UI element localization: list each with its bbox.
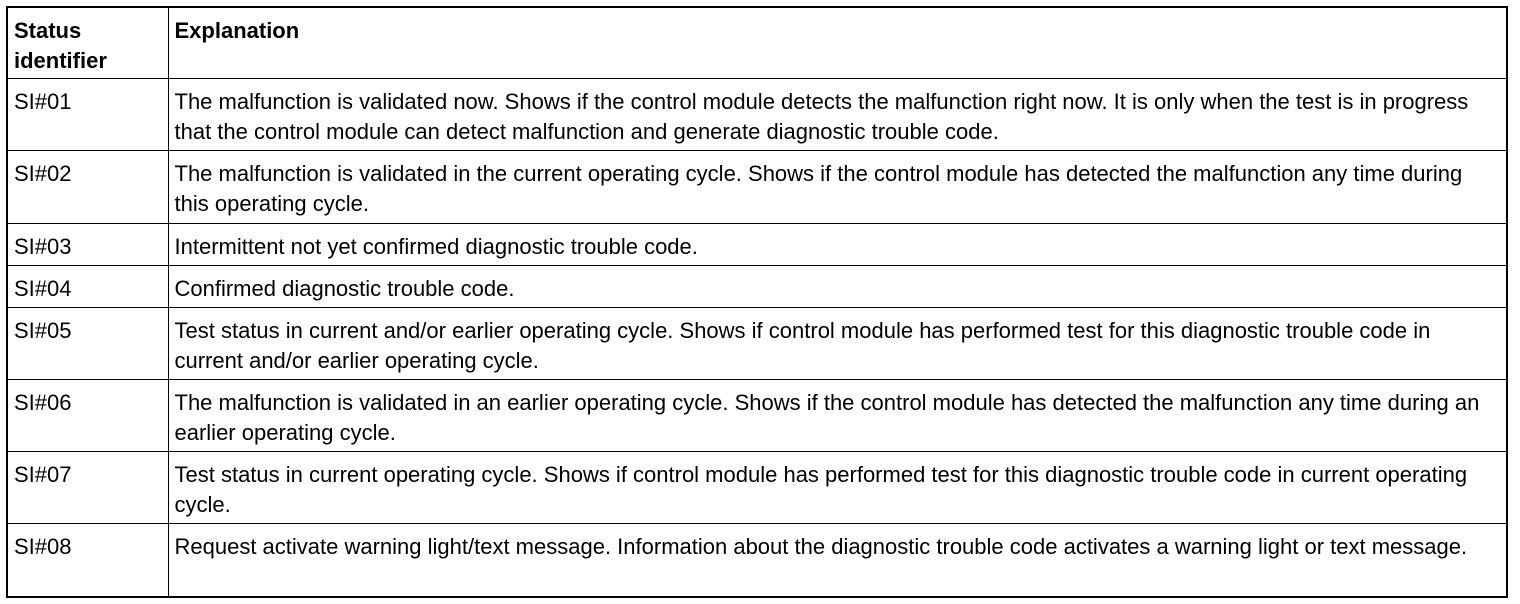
explanation-cell: Test status in current and/or earlier op…: [167, 306, 1506, 380]
explanation-cell: Intermittent not yet confirmed diagnosti…: [167, 222, 1506, 266]
explanation-cell: Confirmed diagnostic trouble code.: [167, 264, 1506, 308]
status-id-cell: SI#08: [8, 523, 169, 596]
table-row: SI#01 The malfunction is validated now. …: [8, 78, 1506, 152]
explanation-cell: Test status in current operating cycle. …: [167, 451, 1506, 525]
explanation-cell: The malfunction is validated now. Shows …: [167, 78, 1506, 152]
status-id-cell: SI#02: [8, 150, 169, 224]
table-header-row: Status identifier Explanation: [8, 8, 1506, 80]
explanation-cell: Request activate warning light/text mess…: [167, 523, 1506, 596]
status-id-cell: SI#06: [8, 378, 169, 453]
table-row: SI#06 The malfunction is validated in an…: [8, 378, 1506, 453]
table-row: SI#03 Intermittent not yet confirmed dia…: [8, 222, 1506, 266]
status-id-cell: SI#04: [8, 264, 169, 308]
status-identifier-table-frame: Status identifier Explanation SI#01 The …: [6, 6, 1508, 598]
status-id-cell: SI#03: [8, 222, 169, 266]
table-row: SI#07 Test status in current operating c…: [8, 451, 1506, 525]
column-header-explanation: Explanation: [167, 8, 1506, 80]
status-id-cell: SI#01: [8, 78, 169, 152]
table-row: SI#08 Request activate warning light/tex…: [8, 523, 1506, 596]
status-id-cell: SI#07: [8, 451, 169, 525]
status-id-cell: SI#05: [8, 306, 169, 380]
explanation-cell: The malfunction is validated in the curr…: [167, 150, 1506, 224]
table-row: SI#02 The malfunction is validated in th…: [8, 150, 1506, 224]
table-row: SI#05 Test status in current and/or earl…: [8, 306, 1506, 380]
column-header-status-identifier: Status identifier: [8, 8, 169, 80]
table-row: SI#04 Confirmed diagnostic trouble code.: [8, 264, 1506, 308]
status-identifier-table: Status identifier Explanation SI#01 The …: [8, 8, 1506, 596]
explanation-cell: The malfunction is validated in an earli…: [167, 378, 1506, 453]
